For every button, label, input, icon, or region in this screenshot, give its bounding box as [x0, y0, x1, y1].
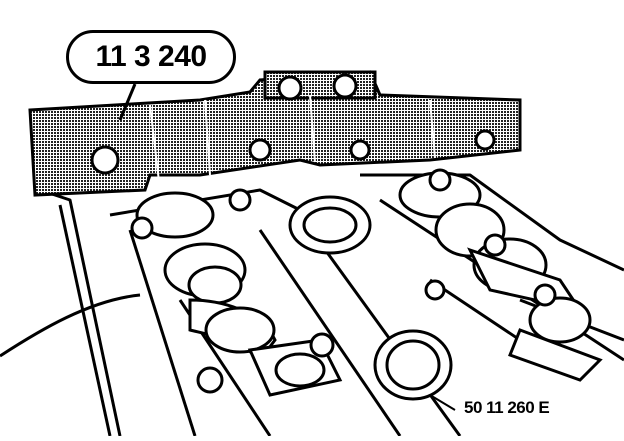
- bolts-left: [130, 188, 335, 394]
- camshaft-left: [135, 191, 343, 397]
- bolts-right: [424, 168, 557, 307]
- spark-plug-bores: [288, 195, 453, 401]
- tool-number-label: 11 3 240: [95, 40, 207, 73]
- figure-reference-label: 50 11 260 E: [464, 398, 550, 417]
- tool-number-callout: 11 3 240: [66, 30, 236, 84]
- reference-leader: [429, 394, 456, 411]
- callout-leader: [118, 83, 137, 121]
- locking-tool: [28, 70, 522, 197]
